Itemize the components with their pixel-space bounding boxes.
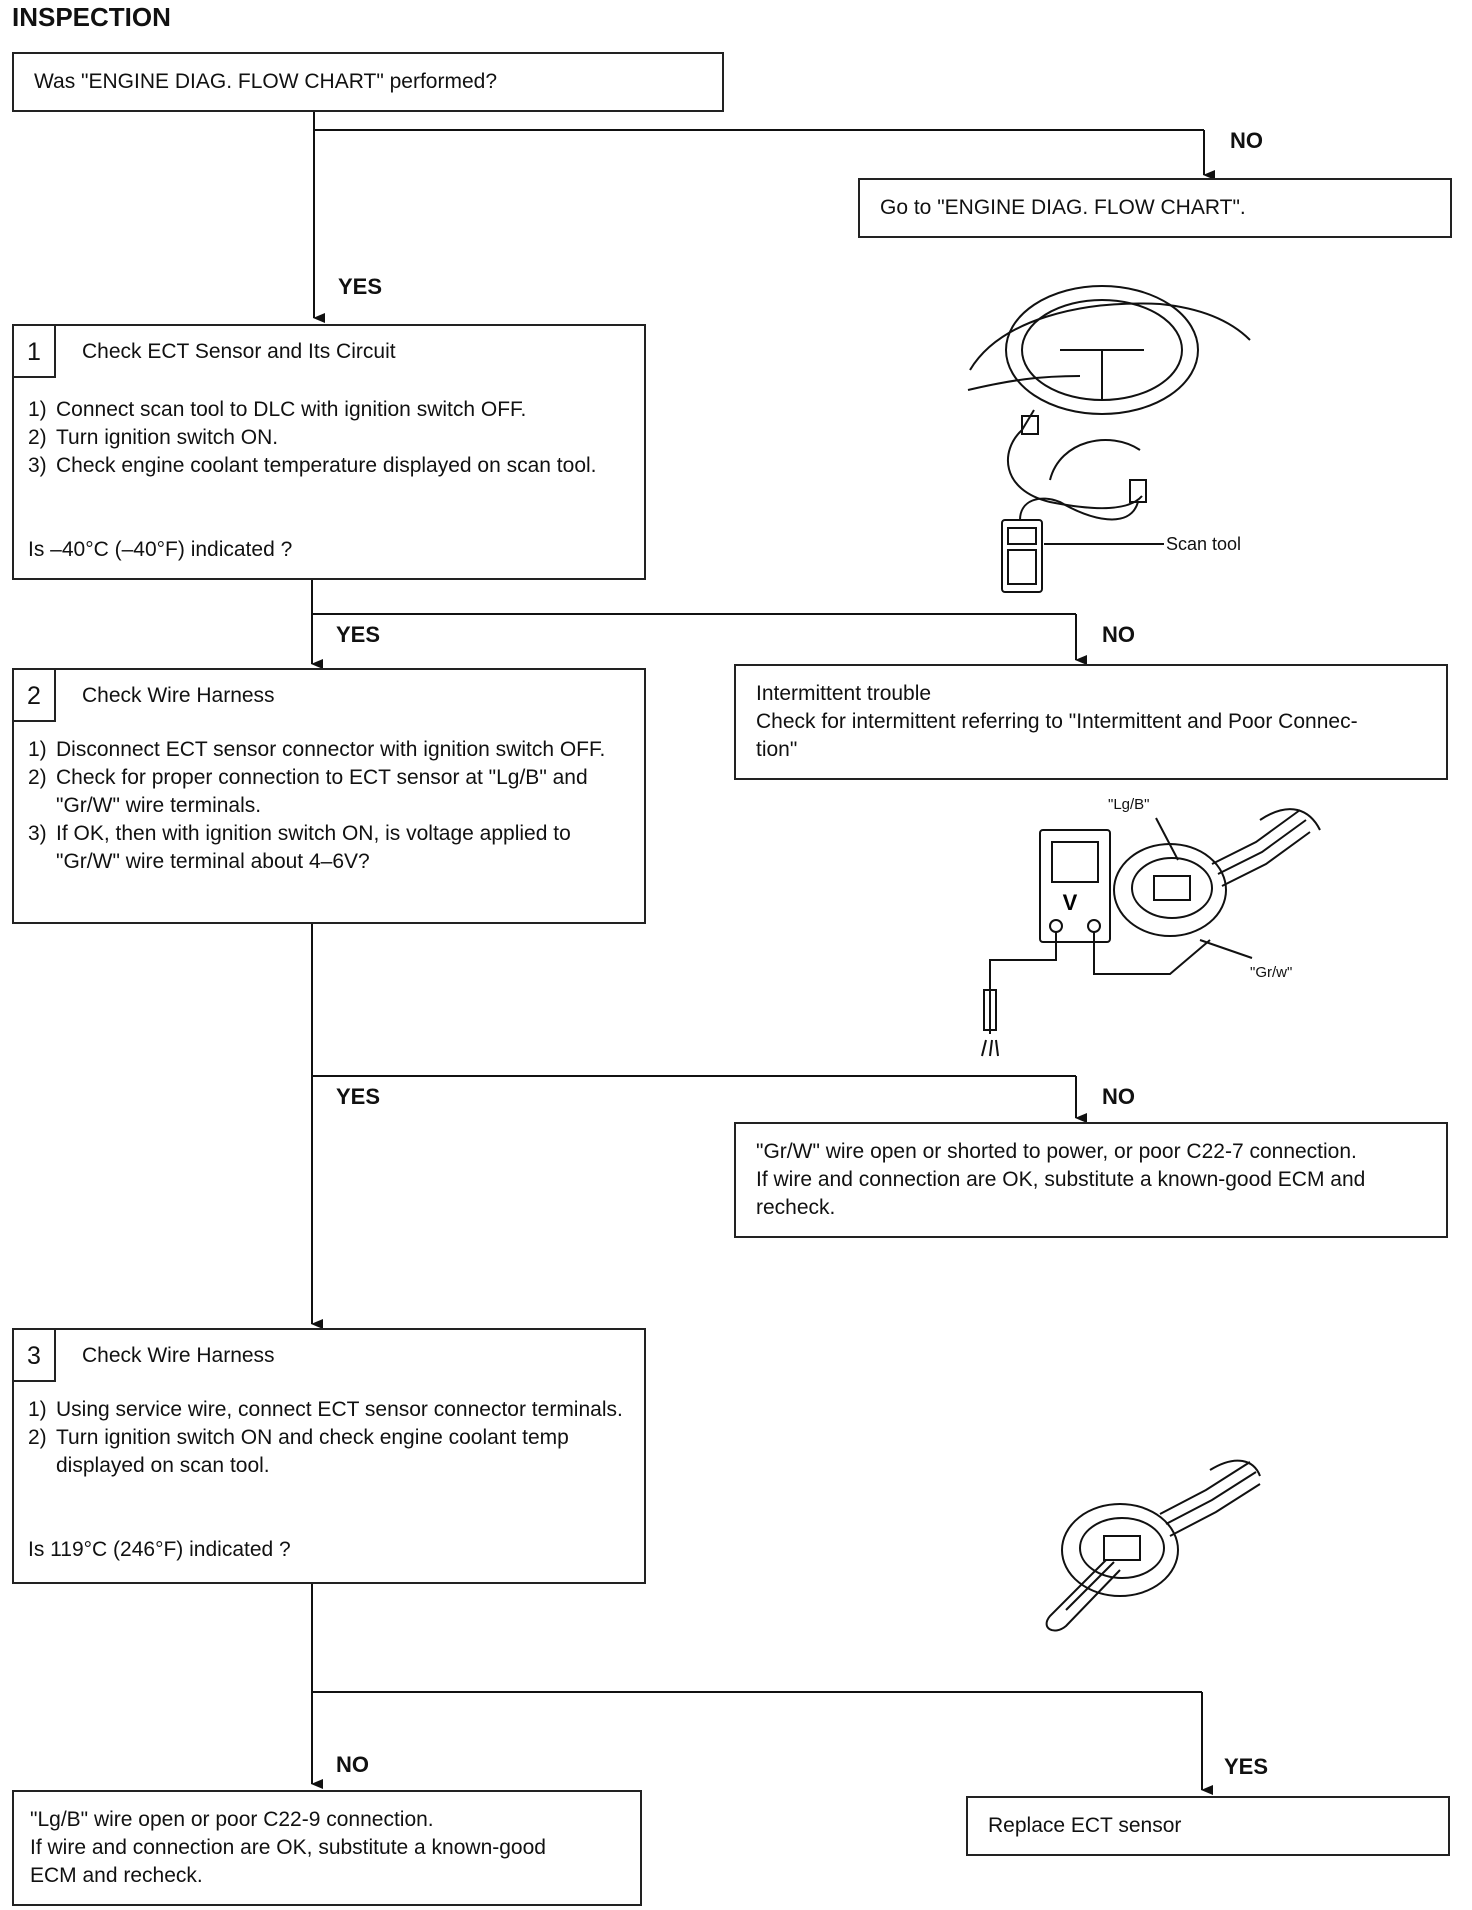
voltmeter-symbol: V — [1063, 890, 1078, 915]
step2-item: 1)Disconnect ECT sensor connector with i… — [28, 738, 606, 761]
lgb-result-line2: If wire and connection are OK, substitut… — [30, 1836, 546, 1859]
grw-caption: "Gr/w" — [1250, 964, 1293, 981]
intermittent-line2: Check for intermittent referring to "Int… — [756, 710, 1358, 733]
no-label-step3: NO — [336, 1752, 369, 1777]
step1-question: Is –40°C (–40°F) indicated ? — [28, 538, 293, 561]
no-label-step2: NO — [1102, 1084, 1135, 1109]
yes-label-start: YES — [338, 274, 383, 299]
step3-box: 3 Check Wire Harness 1)Using service wir… — [12, 1328, 646, 1584]
yes-label-step3: YES — [1224, 1754, 1269, 1779]
lgb-result-line3: ECM and recheck. — [30, 1864, 203, 1887]
yes-label-step1: YES — [336, 622, 381, 647]
step2-item: 3)If OK, then with ignition switch ON, i… — [28, 822, 571, 873]
intermittent-line3: tion" — [756, 738, 798, 761]
grw-result-box: "Gr/W" wire open or shorted to power, or… — [734, 1122, 1448, 1238]
replace-ect-sensor-text: Replace ECT sensor — [988, 1814, 1182, 1837]
replace-ect-sensor-box: Replace ECT sensor — [966, 1796, 1450, 1856]
intermittent-trouble-box: Intermittent trouble Check for intermitt… — [734, 664, 1448, 780]
yes-label-step2: YES — [336, 1084, 381, 1109]
goto-flowchart-box: Go to "ENGINE DIAG. FLOW CHART". — [858, 178, 1452, 238]
lgb-result-line1: "Lg/B" wire open or poor C22-9 connectio… — [30, 1808, 434, 1831]
step1-item: 1)Connect scan tool to DLC with ignition… — [28, 398, 527, 421]
voltmeter-illustration: V — [981, 808, 1321, 1057]
scan-tool-caption: Scan tool — [1166, 534, 1242, 554]
lgb-caption: "Lg/B" — [1108, 796, 1150, 813]
goto-flowchart-text: Go to "ENGINE DIAG. FLOW CHART". — [880, 196, 1246, 219]
step1-heading: Check ECT Sensor and Its Circuit — [82, 340, 396, 363]
step3-number: 3 — [14, 1330, 56, 1382]
step2-box: 2 Check Wire Harness 1)Disconnect ECT se… — [12, 668, 646, 924]
step1-box: 1 Check ECT Sensor and Its Circuit 1)Con… — [12, 324, 646, 580]
grw-result-line1: "Gr/W" wire open or shorted to power, or… — [756, 1140, 1357, 1163]
step2-item: 2)Check for proper connection to ECT sen… — [28, 766, 588, 817]
step3-item: 1)Using service wire, connect ECT sensor… — [28, 1398, 623, 1421]
no-label-start: NO — [1230, 128, 1263, 153]
step3-item: 2)Turn ignition switch ON and check engi… — [28, 1426, 569, 1477]
no-label-step1: NO — [1102, 622, 1135, 647]
start-question-text: Was "ENGINE DIAG. FLOW CHART" performed? — [34, 70, 497, 93]
intermittent-line1: Intermittent trouble — [756, 682, 932, 705]
step2-list: 1)Disconnect ECT sensor connector with i… — [28, 736, 628, 876]
connector-jumper-illustration — [1045, 1459, 1261, 1632]
step1-item: 2)Turn ignition switch ON. — [28, 426, 279, 449]
start-question-box: Was "ENGINE DIAG. FLOW CHART" performed? — [12, 52, 724, 112]
page-title: INSPECTION — [12, 2, 171, 32]
step3-list: 1)Using service wire, connect ECT sensor… — [28, 1396, 628, 1480]
grw-result-line3: recheck. — [756, 1196, 836, 1219]
step2-heading: Check Wire Harness — [82, 684, 275, 707]
step1-item: 3)Check engine coolant temperature displ… — [28, 454, 597, 477]
step3-question: Is 119°C (246°F) indicated ? — [28, 1538, 291, 1561]
step1-number: 1 — [14, 326, 56, 378]
grw-result-line2: If wire and connection are OK, substitut… — [756, 1168, 1366, 1191]
scan-tool-illustration — [967, 285, 1251, 593]
step3-heading: Check Wire Harness — [82, 1344, 275, 1367]
step1-list: 1)Connect scan tool to DLC with ignition… — [28, 396, 628, 480]
lgb-result-box: "Lg/B" wire open or poor C22-9 connectio… — [12, 1790, 642, 1906]
step2-number: 2 — [14, 670, 56, 722]
